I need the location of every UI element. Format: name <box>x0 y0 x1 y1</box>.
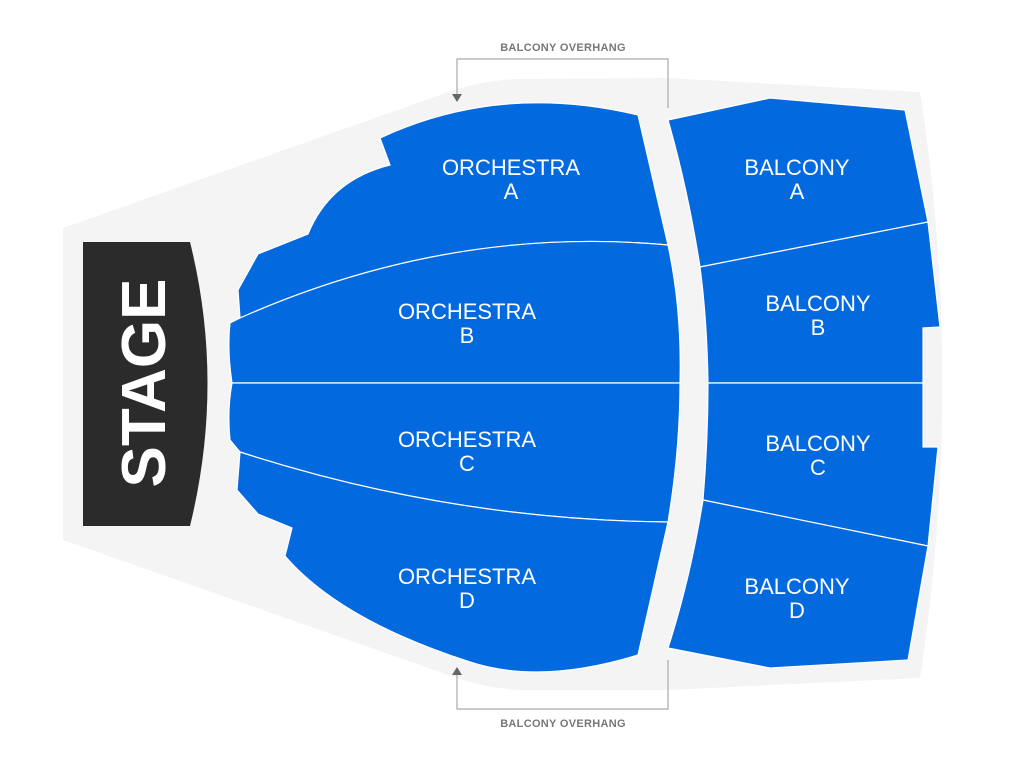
balcony-overhang-bottom: BALCONY OVERHANG <box>452 660 669 730</box>
orchestra-b-letter: B <box>460 323 475 348</box>
balcony-b-label: BALCONY <box>765 291 870 316</box>
overhang-bottom-label: BALCONY OVERHANG <box>500 718 626 730</box>
balcony-c-label: BALCONY <box>765 431 870 456</box>
orchestra-d-label: ORCHESTRA <box>398 564 536 589</box>
overhang-bottom-bracket <box>456 660 669 710</box>
orchestra-b-label: ORCHESTRA <box>398 299 536 324</box>
arrow-up-icon <box>452 667 462 675</box>
balcony-d-shape[interactable] <box>667 499 929 669</box>
balcony-b-shape[interactable] <box>699 221 941 384</box>
section-balcony-b[interactable]: BALCONY B <box>699 221 941 384</box>
stage-shape <box>83 242 208 526</box>
stage-label: STAGE <box>110 279 179 488</box>
balcony-overhang-top: BALCONY OVERHANG <box>452 42 669 108</box>
section-orchestra-c[interactable]: ORCHESTRA C <box>228 382 681 523</box>
section-orchestra-b[interactable]: ORCHESTRA B <box>228 240 681 384</box>
section-balcony-d[interactable]: BALCONY D <box>667 499 929 669</box>
balcony-c-letter: C <box>810 455 826 480</box>
balcony-d-label: BALCONY <box>744 574 849 599</box>
balcony-b-letter: B <box>811 315 826 340</box>
orchestra-d-shape[interactable] <box>236 451 669 673</box>
section-orchestra-d[interactable]: ORCHESTRA D <box>236 451 669 673</box>
orchestra-c-label: ORCHESTRA <box>398 427 536 452</box>
balcony-a-letter: A <box>790 179 805 204</box>
stage: STAGE <box>83 242 208 526</box>
orchestra-d-letter: D <box>459 588 475 613</box>
section-balcony-c[interactable]: BALCONY C <box>702 382 939 547</box>
section-orchestra-a[interactable]: ORCHESTRA A <box>237 102 669 319</box>
balcony-d-letter: D <box>789 598 805 623</box>
balcony-a-label: BALCONY <box>744 155 849 180</box>
overhang-top-label: BALCONY OVERHANG <box>500 42 626 54</box>
orchestra-a-letter: A <box>504 179 519 204</box>
overhang-top-bracket <box>456 58 669 108</box>
balcony-c-shape[interactable] <box>702 382 939 547</box>
orchestra-c-letter: C <box>459 451 475 476</box>
arrow-down-icon <box>452 94 462 102</box>
orchestra-b-shape[interactable] <box>228 240 681 384</box>
orchestra-a-label: ORCHESTRA <box>442 155 580 180</box>
